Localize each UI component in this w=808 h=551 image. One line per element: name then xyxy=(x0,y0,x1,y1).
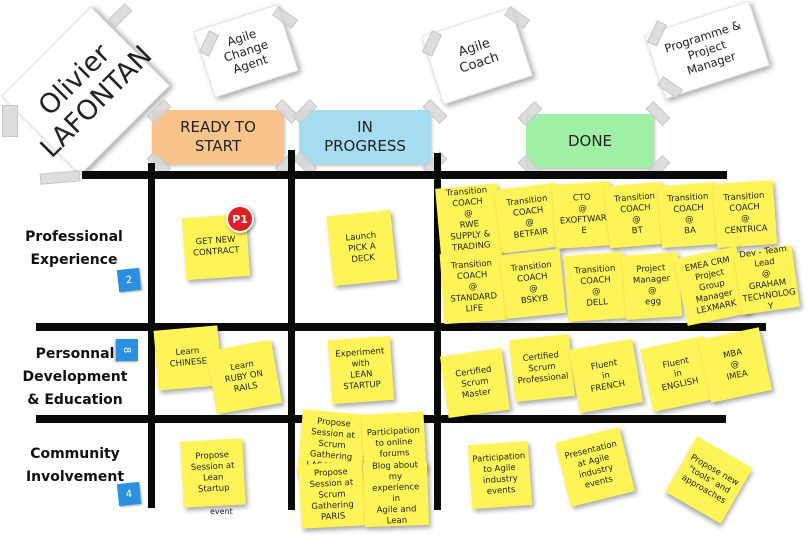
grid-line-col2 xyxy=(288,150,295,510)
sticky-note: MBA @ IMEA xyxy=(698,327,772,403)
column-header-ready: READY TO START xyxy=(152,110,284,164)
name-card-text: Olivier LAFONTAN xyxy=(32,38,159,164)
sticky-note: Transition COACH @ DELL xyxy=(563,251,629,323)
priority-badge: P1 xyxy=(226,205,254,233)
name-card: Olivier LAFONTAN xyxy=(1,6,170,176)
sticky-note: Experiment with LEAN STARTUP xyxy=(327,335,395,405)
sticky-note: Participation to Agile industry events xyxy=(467,440,533,510)
sticky-note: Blog about my experience in Agile and Le… xyxy=(362,460,430,528)
sticky-note: Transition COACH @ CENTRICA xyxy=(712,179,778,249)
column-header-done: DONE xyxy=(526,114,654,168)
row-count-text: 4 xyxy=(125,488,133,500)
column-header-text: IN PROGRESS xyxy=(324,118,406,155)
column-header-progress: IN PROGRESS xyxy=(299,110,431,164)
grid-line-row1 xyxy=(36,323,766,331)
grid-line-col1 xyxy=(148,163,155,508)
sticky-note: Transition COACH @ STANDARD LIFE xyxy=(439,249,507,325)
sticky-note: Launch PICK A DECK xyxy=(326,209,398,287)
grid-line-col3 xyxy=(434,153,441,510)
row-label-text: Professional Experience xyxy=(25,229,123,268)
row-count-professional: 2 xyxy=(116,267,142,293)
tape xyxy=(39,170,81,185)
role-card-text: Agile Coach xyxy=(456,35,501,77)
sticky-note: Propose Session at Lean Startup xyxy=(180,438,246,508)
row-label-community: Community Involvement xyxy=(22,443,128,489)
sticky-note: Dev - Team Lead @ GRAHAM TECHNOLOG Y xyxy=(733,244,801,315)
column-header-text: DONE xyxy=(567,131,613,150)
column-header-text: READY TO START xyxy=(180,118,256,155)
row-label-professional: Professional Experience xyxy=(22,226,126,272)
sticky-note: Propose new "tools" and approaches xyxy=(665,436,753,524)
row-label-text: Personnal Development & Education xyxy=(22,346,128,408)
sticky-note: Presentation at Agile industry events xyxy=(554,426,636,508)
sticky-note: Transition COACH @ BA xyxy=(657,182,721,248)
sticky-note: Certified Scrum Professional xyxy=(508,334,576,402)
sticky-note: Project Manager @ egg xyxy=(621,252,683,320)
tape xyxy=(2,105,18,137)
grid-line-top xyxy=(82,171,727,179)
sticky-note: Propose Session at Scrum Gathering PARIS xyxy=(298,461,366,529)
row-count-personal: 8 xyxy=(116,339,138,361)
event-label: event xyxy=(210,507,233,516)
sticky-note: Transition COACH @ RWE SUPPLY & TRADING xyxy=(435,183,503,257)
role-card-text: Programme & Project Manager xyxy=(662,17,743,78)
row-label-personal: Personnal Development & Education xyxy=(20,343,130,412)
row-count-text: 2 xyxy=(125,274,133,286)
sticky-note: Transition COACH @ BSKYB xyxy=(499,249,567,319)
sticky-note: Fluent in FRENCH xyxy=(568,338,644,414)
row-label-text: Community Involvement xyxy=(25,446,125,485)
sticky-note: Certified Scrum Master xyxy=(439,347,511,419)
sticky-note: Learn RUBY ON RAILS xyxy=(205,339,283,415)
row-count-community: 4 xyxy=(116,481,142,507)
role-card-text: Agile Change Agent xyxy=(221,26,271,77)
row-count-text: 8 xyxy=(121,346,133,354)
